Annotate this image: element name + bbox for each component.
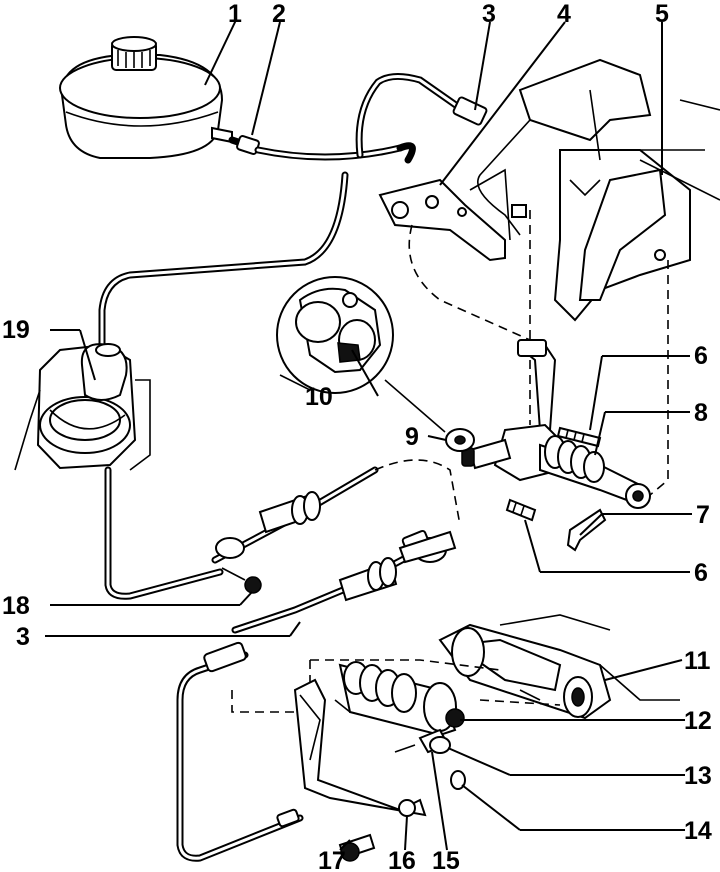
callout-6: 6 <box>694 342 708 370</box>
callout-6b: 6 <box>694 559 708 587</box>
washer <box>445 428 475 452</box>
bolt-lower <box>505 498 537 522</box>
pressure-line-lower <box>176 641 304 862</box>
callout-11: 11 <box>684 647 711 675</box>
pedal-bracket <box>477 58 720 496</box>
clutch-cable <box>211 459 461 634</box>
callout-14: 14 <box>684 817 712 845</box>
callout-3b: 3 <box>16 623 30 651</box>
callout-15: 15 <box>432 847 460 872</box>
pressure-line-upper <box>355 73 488 159</box>
nut <box>221 567 262 594</box>
callout-16: 16 <box>388 847 416 872</box>
detail-inset <box>276 276 446 433</box>
callout-5: 5 <box>655 0 669 28</box>
callout-19: 19 <box>2 316 30 344</box>
callout-7: 7 <box>696 501 710 529</box>
callout-4: 4 <box>557 0 571 28</box>
callout-2: 2 <box>272 0 286 28</box>
master-cylinder <box>461 339 651 509</box>
callout-12: 12 <box>684 707 712 735</box>
callout-8: 8 <box>694 399 708 427</box>
piston-boot <box>334 661 465 737</box>
bleed-line-left <box>98 171 349 600</box>
callout-13: 13 <box>684 762 712 790</box>
callout-18: 18 <box>2 592 30 620</box>
callout-17: 17 <box>318 847 346 872</box>
bracket-plate <box>378 168 531 341</box>
leader-lines <box>45 19 692 851</box>
callout-9: 9 <box>405 423 419 451</box>
callout-10: 10 <box>305 383 333 411</box>
feed-hose <box>228 135 416 164</box>
callout-1: 1 <box>228 0 242 28</box>
mounting-bracket <box>293 678 541 862</box>
bracket-housing <box>14 343 151 471</box>
fluid-reservoir <box>59 36 233 159</box>
slave-cylinder <box>231 614 680 720</box>
callout-3: 3 <box>482 0 496 28</box>
